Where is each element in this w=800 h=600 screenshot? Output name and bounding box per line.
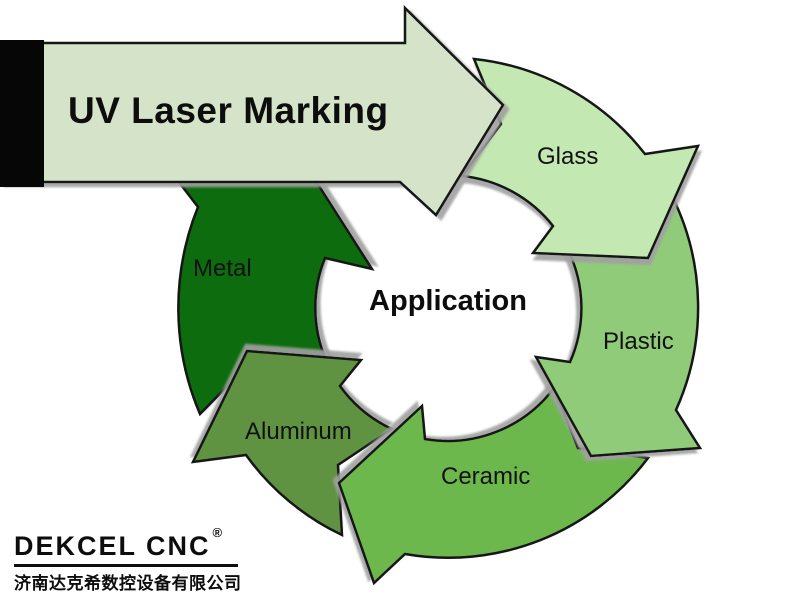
center-label: Application bbox=[369, 285, 527, 317]
cycle-label-aluminum: Aluminum bbox=[245, 418, 352, 445]
cycle-label-plastic: Plastic bbox=[603, 328, 674, 355]
cycle-label-glass: Glass bbox=[537, 143, 599, 170]
cycle-arrow-aluminum bbox=[190, 349, 395, 538]
logo-name: DEKCEL CNC bbox=[14, 531, 211, 561]
title-arrow-label: UV Laser Marking bbox=[68, 90, 389, 131]
registered-trademark-symbol: ® bbox=[212, 525, 223, 540]
cycle-label-ceramic: Ceramic bbox=[441, 463, 531, 490]
logo-subtitle-chinese: 济南达克希数控设备有限公司 bbox=[14, 574, 242, 593]
cycle-arrow-glass bbox=[459, 57, 701, 260]
cycle-arrow-metal bbox=[162, 151, 375, 417]
cycle-arrow-ceramic bbox=[337, 385, 651, 586]
company-logo: DEKCEL CNC® 济南达克希数控设备有限公司 bbox=[14, 525, 242, 594]
cycle-arrow-plastic bbox=[533, 195, 703, 458]
cycle-label-metal: Metal bbox=[193, 255, 252, 282]
logo-divider bbox=[14, 564, 238, 567]
title-arrow-black-block bbox=[0, 40, 44, 187]
title-block-arrow bbox=[0, 5, 505, 217]
